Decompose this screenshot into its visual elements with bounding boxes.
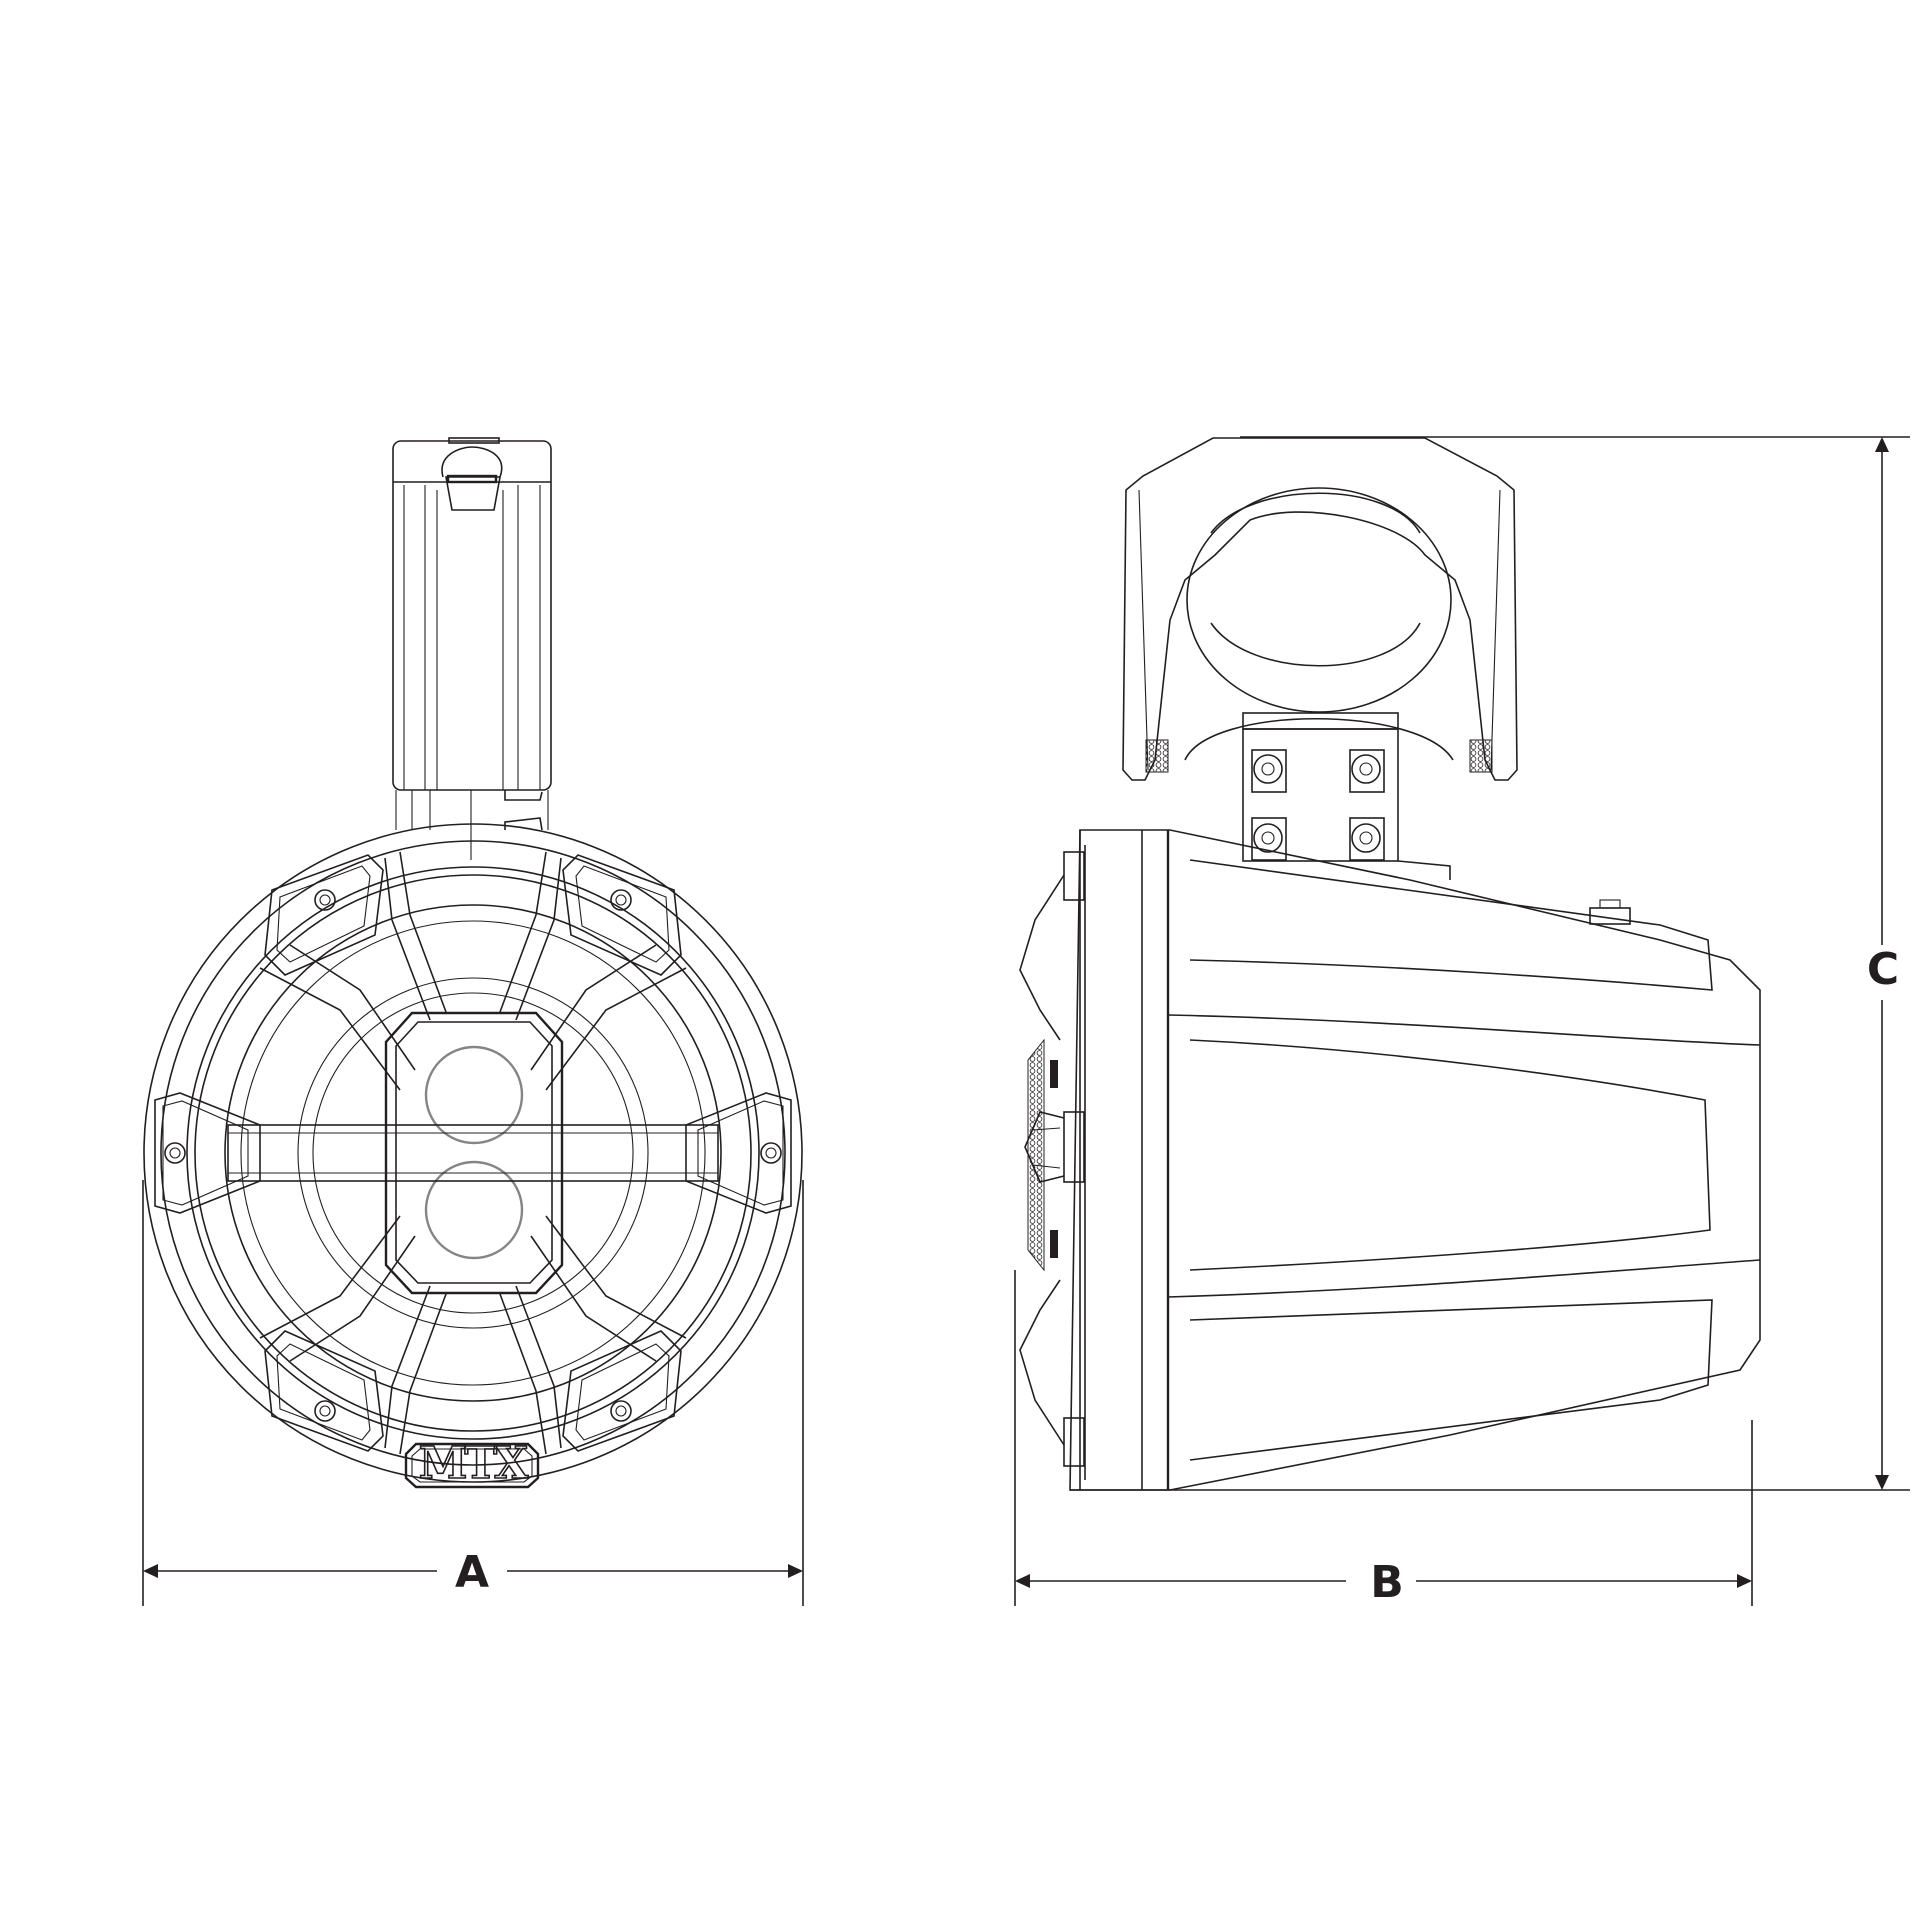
tweeter-grille bbox=[384, 1011, 564, 1295]
front-speaker: MTX bbox=[143, 823, 803, 1490]
mtx-logo-badge: MTX bbox=[404, 1437, 540, 1490]
front-view: MTX bbox=[143, 437, 803, 1490]
screw-boss-bottom-left bbox=[264, 1330, 384, 1452]
front-clamp bbox=[392, 437, 552, 860]
bolt-bottom-right bbox=[1349, 817, 1385, 861]
side-enclosure bbox=[1069, 829, 1761, 1491]
dimension-label-b: B bbox=[1370, 1557, 1404, 1608]
side-clamp bbox=[1122, 437, 1518, 880]
screw-boss-left bbox=[154, 1092, 261, 1214]
bolt-bottom-left bbox=[1251, 817, 1287, 861]
dimension-label-a: A bbox=[455, 1547, 489, 1598]
dimension-a: A bbox=[142, 1180, 804, 1606]
side-grille-profile bbox=[1019, 830, 1086, 1490]
bolt-top-left bbox=[1251, 749, 1287, 793]
screw-boss-top-right bbox=[562, 854, 682, 976]
mtx-logo: MTX bbox=[419, 1438, 529, 1489]
screw-boss-right bbox=[685, 1092, 792, 1214]
dimension-b: B bbox=[1014, 1270, 1753, 1608]
dimension-label-c: C bbox=[1867, 944, 1899, 995]
dimension-c: C bbox=[1070, 436, 1910, 1491]
screw-boss-top-left bbox=[264, 854, 384, 976]
screw-boss-bottom-right bbox=[562, 1330, 682, 1452]
side-view bbox=[1019, 437, 1761, 1491]
bolt-top-right bbox=[1349, 749, 1385, 793]
